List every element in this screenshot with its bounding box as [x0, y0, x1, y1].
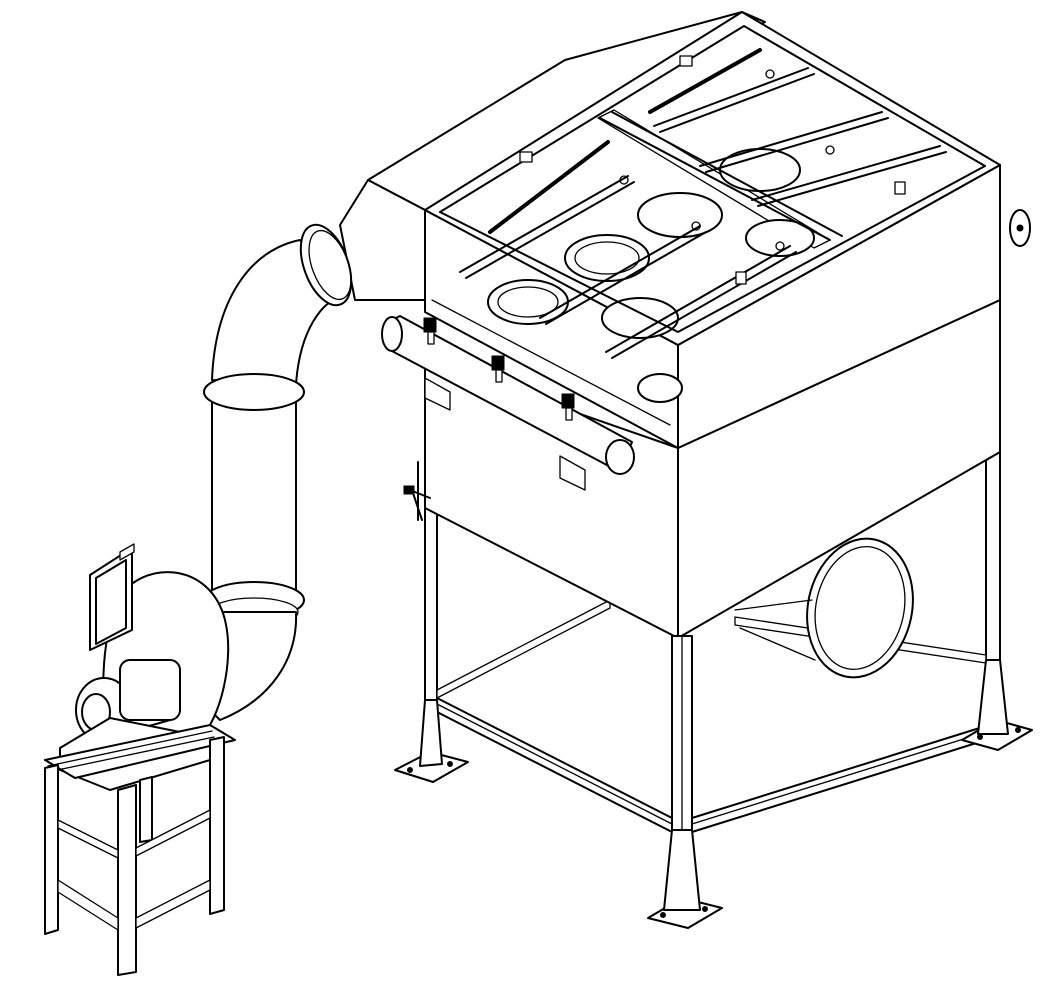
base-plates [394, 659, 1033, 929]
lid-clamps [519, 55, 906, 285]
diaphragm-valves [423, 317, 575, 421]
support-legs [436, 635, 987, 906]
round-inlet-port [734, 537, 914, 679]
discharge-latch [403, 461, 431, 521]
lid-frame [439, 25, 986, 333]
side-nozzle [1009, 209, 1031, 247]
hopper-housing [424, 299, 1001, 639]
fan-stand [44, 724, 236, 976]
compressed-air-header [381, 315, 635, 491]
pulse-jet-blowpipes [459, 48, 947, 359]
